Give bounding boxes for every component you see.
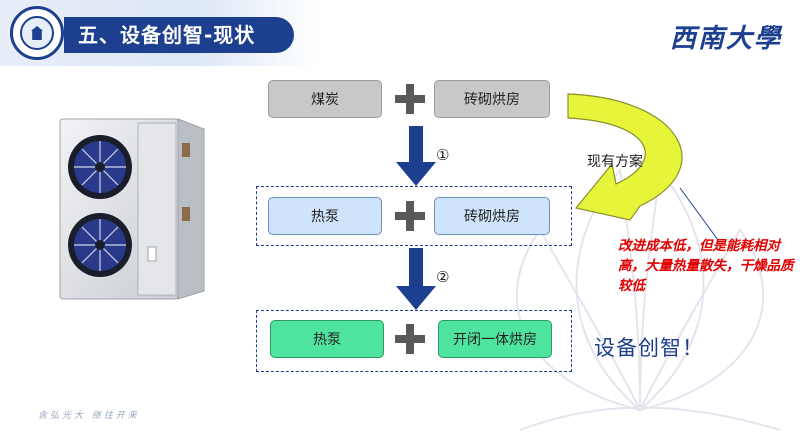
heat-pump-box: 热泵: [270, 320, 384, 358]
building-icon: [31, 26, 43, 40]
plus-icon: [395, 84, 425, 114]
background-lotus-decoration: [516, 167, 781, 431]
arrow-down-icon: [396, 248, 436, 310]
current-plan-label: 现有方案: [587, 154, 643, 170]
coal-box: 煤炭: [268, 80, 382, 118]
plus-icon: [395, 324, 425, 354]
logo-emblem: [20, 16, 54, 50]
footer-motto: 含弘光大 继往开来: [38, 411, 140, 421]
drawback-note: 改进成本低，但是能耗相对高，大量热量散失，干燥品质较低: [618, 238, 794, 294]
slogan-text: 设备创智！: [594, 336, 704, 360]
brick-dryer-box: 砖砌烘房: [434, 80, 550, 118]
row2-frame: [256, 186, 572, 246]
row3-frame: [256, 310, 572, 372]
university-name: 西南大學: [669, 24, 782, 54]
title-bar: [64, 17, 294, 53]
step-2-label: ②: [436, 268, 450, 286]
curved-arrow-icon: [567, 93, 719, 241]
heat-pump-box: 热泵: [268, 197, 382, 235]
brick-dryer-box: 砖砌烘房: [434, 197, 550, 235]
step-1-label: ①: [436, 146, 450, 164]
heat-pump-unit-image: [59, 118, 205, 300]
university-logo: [10, 6, 64, 60]
arrow-down-icon: [396, 126, 436, 186]
plus-icon: [395, 201, 425, 231]
page-title: 五、设备创智-现状: [78, 23, 256, 47]
integrated-dryer-box: 开闭一体烘房: [438, 320, 552, 358]
